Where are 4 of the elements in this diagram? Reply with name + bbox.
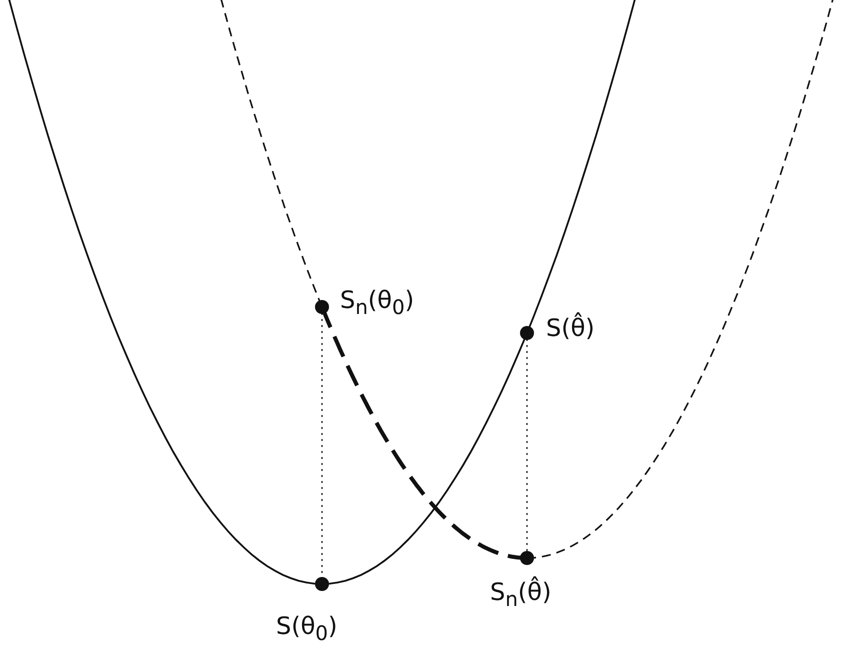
point-label: S(θ$_{0}$) xyxy=(276,612,338,645)
point-label: S$_{n}$(θ$_{0}$) xyxy=(340,286,414,319)
point-label: S(θ̂) xyxy=(546,314,595,343)
point-label: S$_{n}$(θ̂) xyxy=(490,578,552,611)
